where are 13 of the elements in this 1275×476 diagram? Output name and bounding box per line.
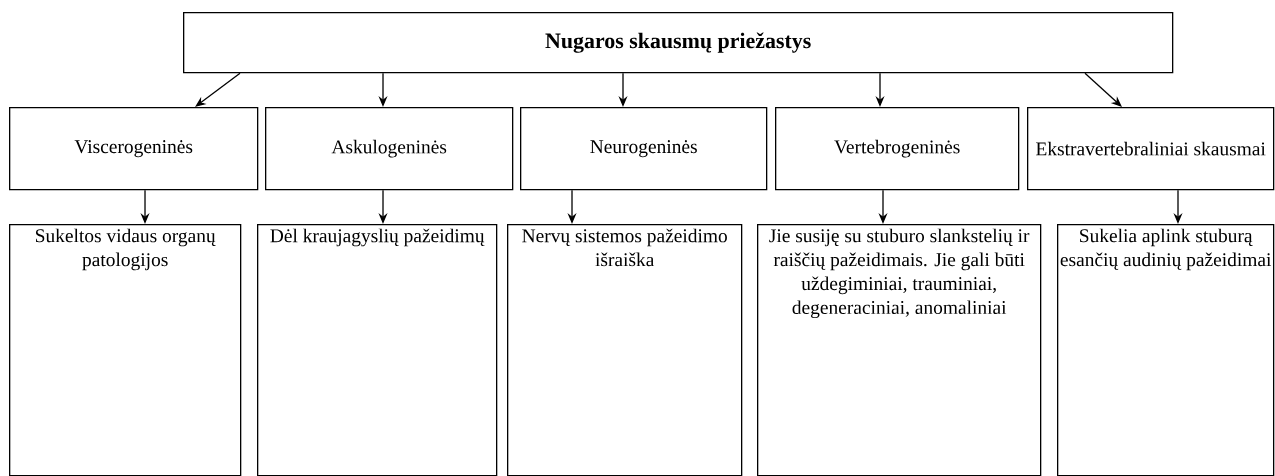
description-box: Nervų sistemos pažeidimo išraiška bbox=[507, 224, 743, 476]
description-box: Sukeltos vidaus organų patologijos bbox=[9, 224, 242, 476]
category-box: Neurogeninės bbox=[520, 107, 768, 191]
description-box: Jie susiję su stuburo slankstelių ir raiščių pažeidimais. Jie gali būti uždegiminiai, trauminiai, degeneraciniai, anomaliniai bbox=[757, 224, 1042, 476]
category-box: Askulogeninės bbox=[265, 107, 514, 191]
arrow bbox=[195, 72, 241, 107]
arrow bbox=[1084, 72, 1122, 107]
description-box: Dėl kraujagyslių pažeidimų bbox=[257, 224, 498, 476]
category-box: Vertebrogeninės bbox=[775, 107, 1020, 191]
description-box: Sukelia aplink stuburą esančių audinių pažeidimai bbox=[1057, 224, 1275, 476]
category-box: Viscerogeninės bbox=[9, 107, 259, 191]
category-box: Ekstravertebraliniai skausmai bbox=[1027, 107, 1275, 191]
title-box: Nugaros skausmų priežastys bbox=[183, 12, 1174, 74]
